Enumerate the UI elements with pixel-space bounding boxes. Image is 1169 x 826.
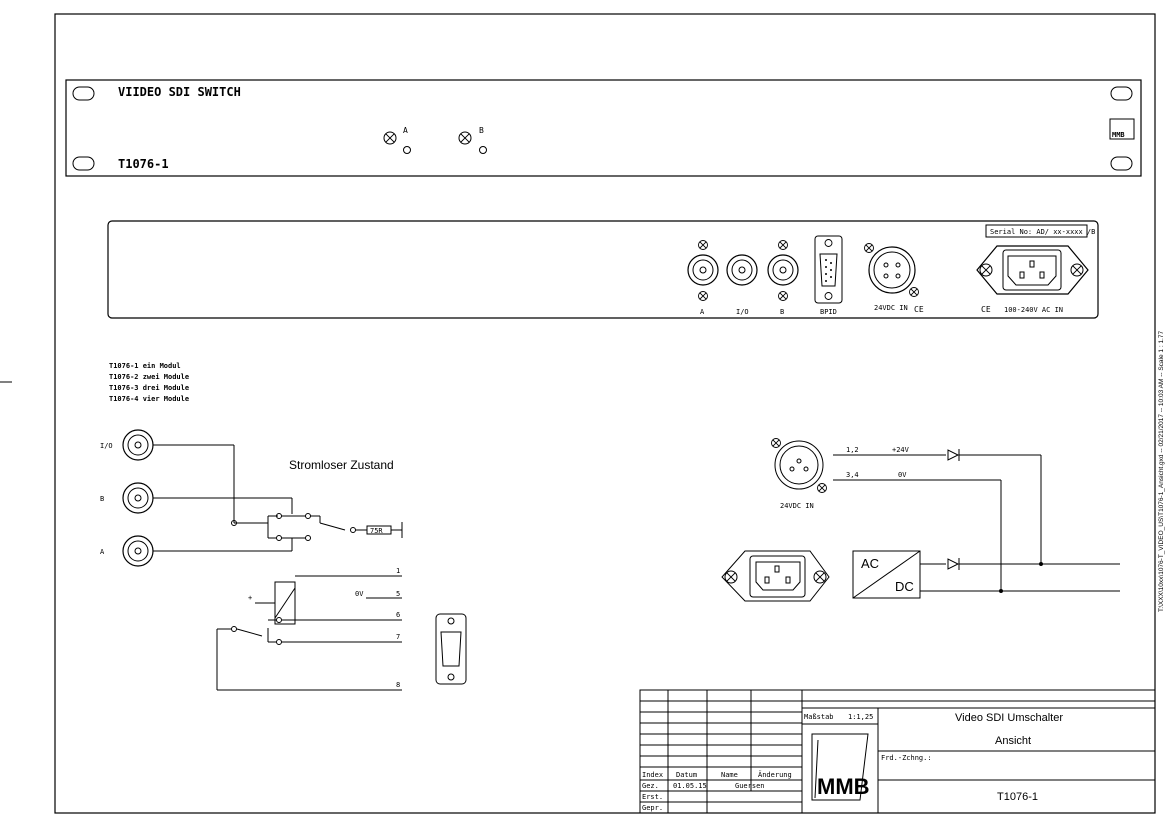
tb-header-index: Index	[642, 771, 663, 779]
led-b-icon	[458, 131, 472, 145]
schem-bnc-io-icon	[122, 429, 154, 461]
tb-scale-value: 1:1,25	[848, 713, 873, 721]
relay-schematic	[122, 429, 467, 691]
rear-ce-mark: CE	[914, 305, 924, 314]
tb-row-gez: Gez.	[642, 782, 659, 790]
dc-xlr-connector-icon	[864, 243, 919, 297]
variant-list: T1076-1 ein Modul T1076-2 zwei Module T1…	[109, 362, 189, 403]
tb-scale-label: Maßstab	[804, 713, 834, 721]
rear-bnc-io-label: I/O	[736, 308, 749, 316]
power-schematic	[721, 438, 1120, 602]
tb-title: Video SDI Umschalter	[955, 712, 1063, 724]
led-a-icon	[383, 131, 397, 145]
tb-gez-name: Guersen	[735, 782, 765, 790]
schem-0v: 0V	[355, 590, 364, 598]
serial-label: Serial No: AD/ xx-xxxx /B	[990, 228, 1095, 236]
tb-header-change: Änderung	[758, 770, 792, 779]
rear-bnc-b-label: B	[780, 308, 784, 316]
ac-inlet-icon	[976, 245, 1089, 295]
tb-drawing-number: T1076-1	[997, 791, 1038, 803]
pin-6: 6	[396, 611, 400, 619]
front-panel: VIIDEO SDI SWITCH T1076-1 A B MMB	[65, 79, 1142, 177]
bnc-io-icon	[726, 254, 758, 286]
schem-a-label: A	[100, 548, 105, 556]
power-pins-2: 3,4	[846, 471, 859, 479]
tb-frd-label: Frd.-Zchng.:	[881, 754, 932, 762]
schem-dsub-icon	[435, 613, 467, 685]
schem-io-label: I/O	[100, 442, 113, 450]
power-dc-text: DC	[895, 579, 914, 594]
tb-row-gepr: Gepr.	[642, 804, 663, 812]
tb-subtitle: Ansicht	[995, 735, 1031, 747]
title-block	[639, 689, 1156, 814]
tb-header-name: Name	[721, 771, 738, 779]
bpid-connector-icon	[814, 235, 843, 304]
drawing-border	[54, 13, 1156, 814]
mmb-logo-icon	[1109, 118, 1135, 140]
schem-terminator: 75R	[370, 527, 383, 535]
front-logo-text: MMB	[1112, 131, 1125, 139]
variant-4: T1076-4 vier Module	[109, 395, 189, 403]
tb-logo: MMB	[817, 774, 870, 799]
variant-2: T1076-2 zwei Module	[109, 373, 189, 381]
file-path-note: T:\XXX\10xx\1076-T_VIDEO_US\T1076-1_Ansi…	[1158, 331, 1165, 612]
schem-bnc-b-icon	[122, 482, 154, 514]
front-panel-model: T1076-1	[118, 157, 169, 171]
power-ac-label: AC	[861, 556, 879, 571]
rear-dc-label: 24VDC IN	[874, 304, 908, 312]
schem-plus: +	[248, 594, 252, 602]
rear-bpid-label: BPID	[820, 308, 837, 316]
front-panel-title: VIIDEO SDI SWITCH	[118, 85, 241, 99]
tb-row-erst: Erst.	[642, 793, 663, 801]
pin-7: 7	[396, 633, 400, 641]
schem-state-label: Stromloser Zustand	[289, 458, 394, 472]
bnc-b-icon	[767, 254, 799, 286]
tb-header-date: Datum	[676, 771, 697, 779]
schem-bnc-a-icon	[122, 535, 154, 567]
rear-ac-label: 100-240V AC IN	[1004, 306, 1063, 314]
led-b-label: B	[479, 126, 484, 135]
rear-panel: A I/O B BPID	[107, 220, 1099, 319]
power-plus24: +24V	[892, 446, 910, 454]
power-dc-label: 24VDC IN	[780, 502, 814, 510]
variant-1: T1076-1 ein Modul	[109, 362, 181, 370]
power-pins-1: 1,2	[846, 446, 859, 454]
pin-8: 8	[396, 681, 400, 689]
pin-5: 5	[396, 590, 400, 598]
power-zero: 0V	[898, 471, 907, 479]
led-a-label: A	[403, 126, 408, 135]
rear-ce-mark-ac: CE	[981, 305, 991, 314]
rear-bnc-a-label: A	[700, 308, 705, 316]
pin-1: 1	[396, 567, 400, 575]
bnc-a-icon	[687, 254, 719, 286]
tb-gez-date: 01.05.15	[673, 782, 707, 790]
variant-3: T1076-3 drei Module	[109, 384, 189, 392]
schem-b-label: B	[100, 495, 104, 503]
